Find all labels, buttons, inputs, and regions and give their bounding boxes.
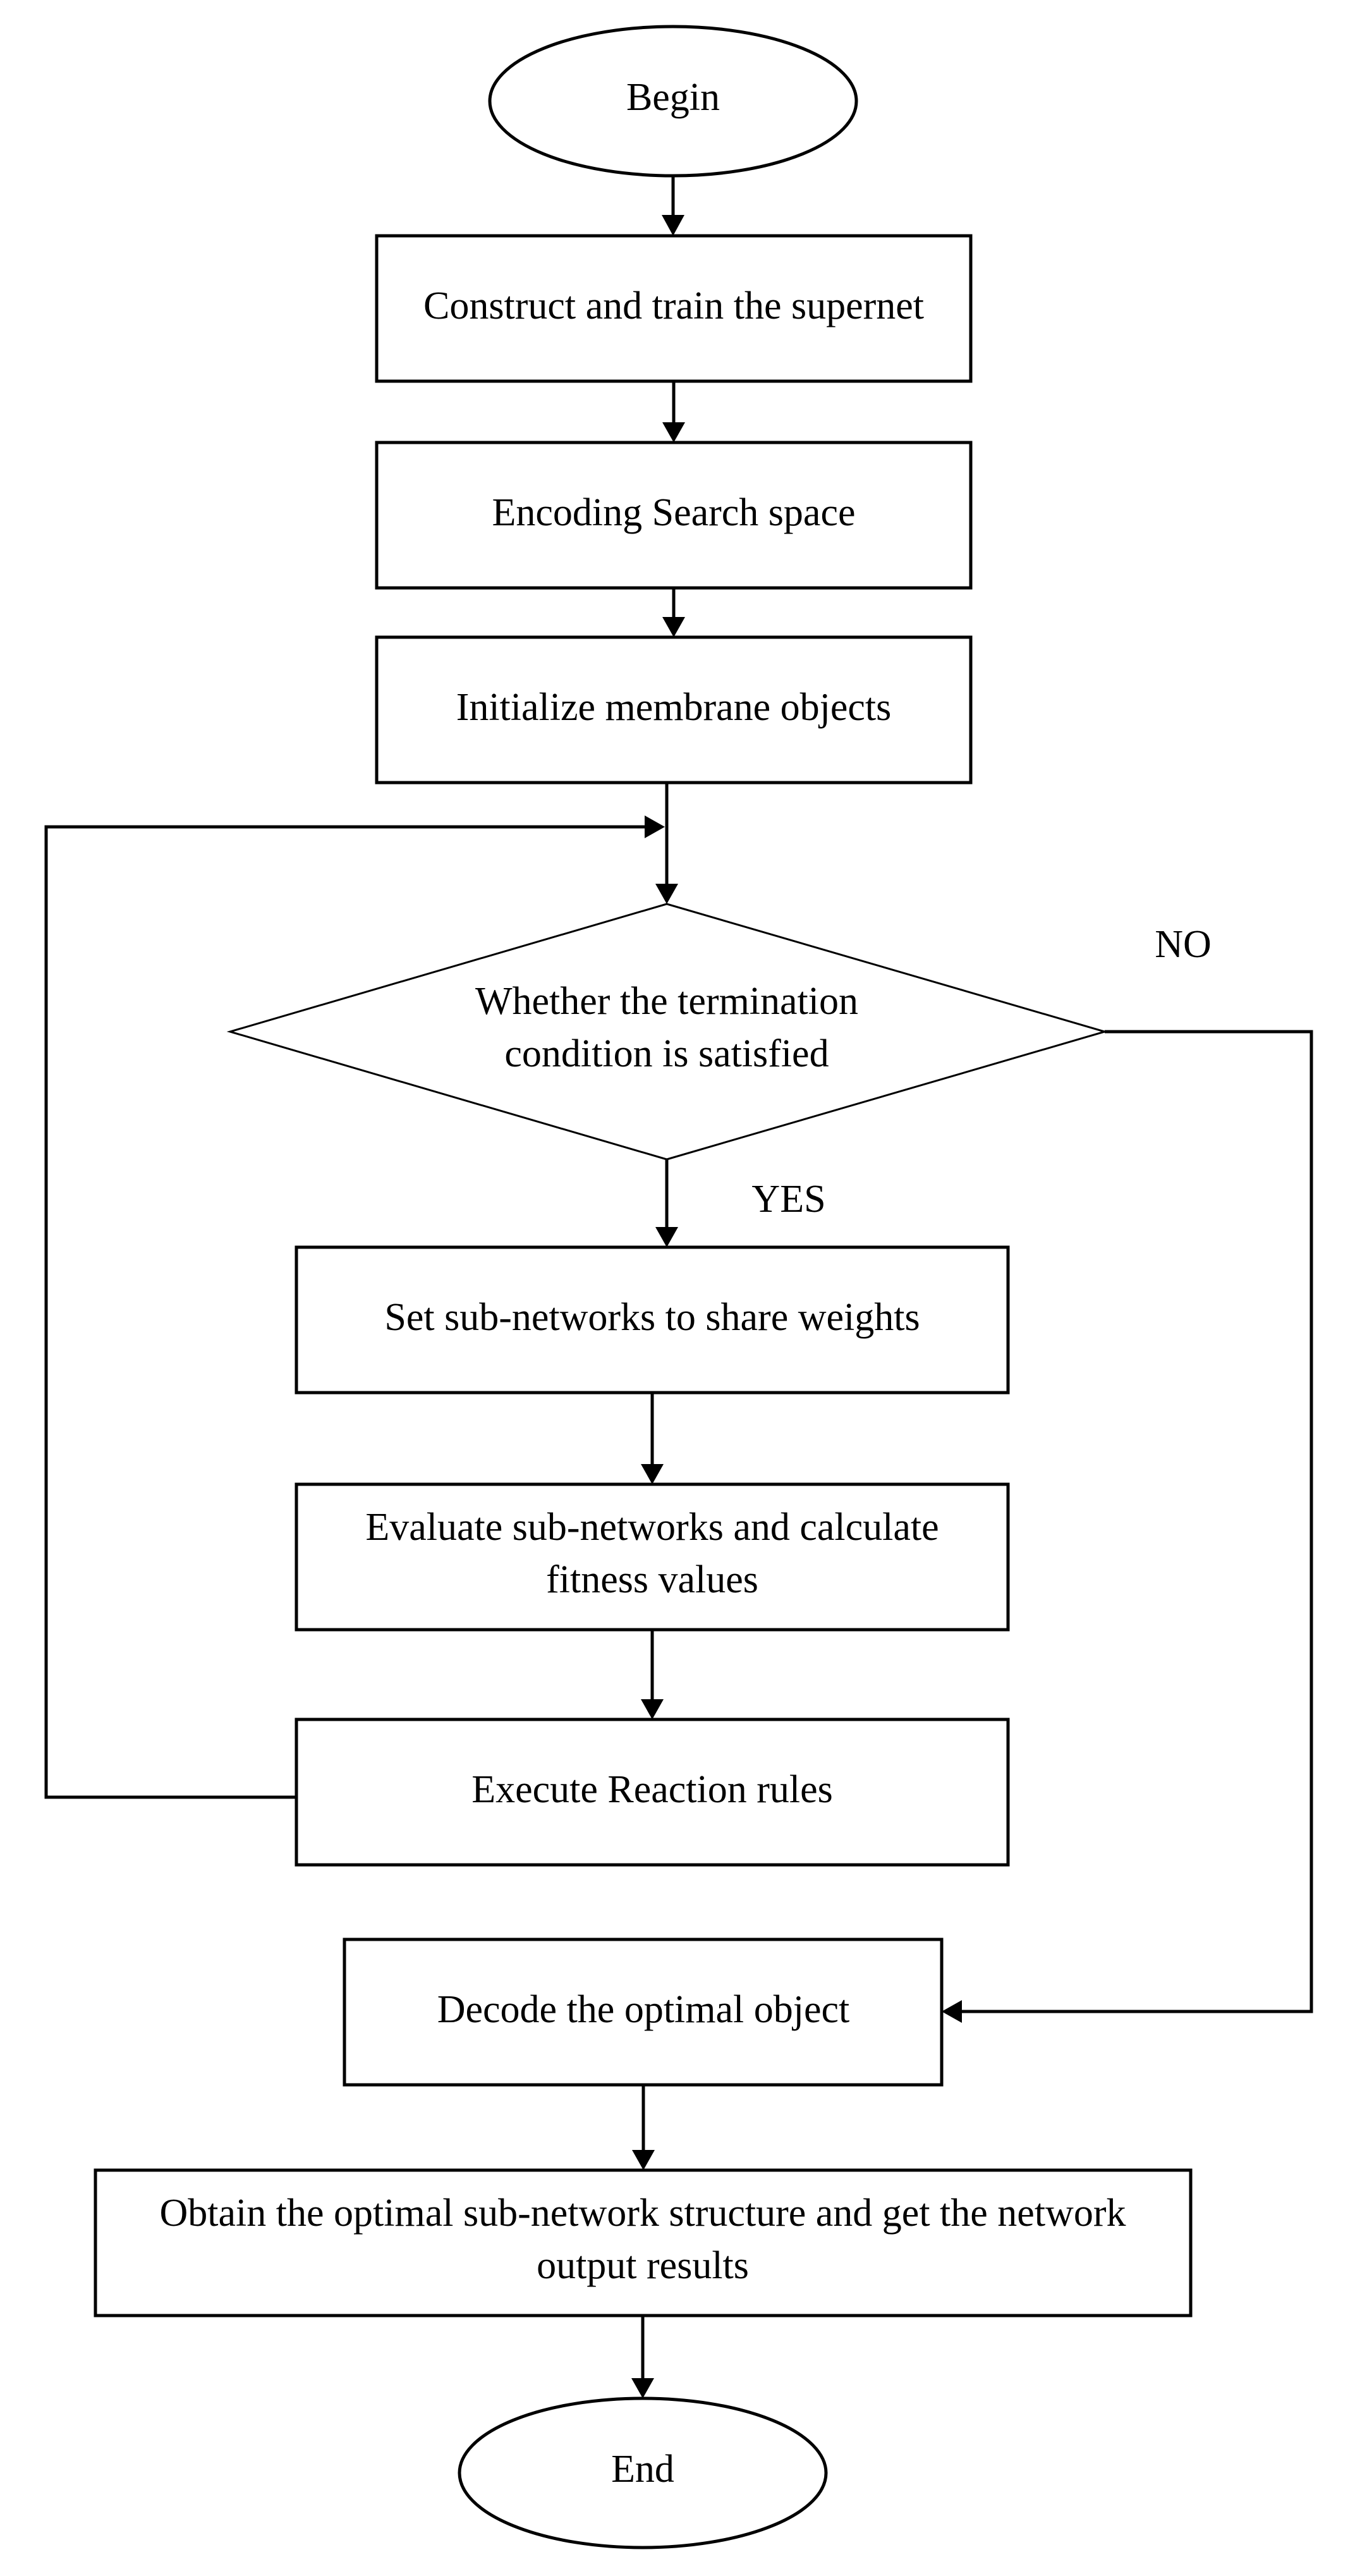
decode-optimal-label: Decode the optimal object	[437, 1988, 849, 2031]
arrowhead-icon	[655, 884, 678, 904]
no-branch-label: NO	[1155, 923, 1212, 966]
evaluate-subnetworks-label-line2: fitness values	[546, 1558, 758, 1601]
execute-reaction-rules-label: Execute Reaction rules	[471, 1768, 833, 1811]
arrowhead-icon	[942, 2000, 962, 2023]
decision-label-line1: Whether the termination	[475, 980, 858, 1023]
encoding-search-space-label: Encoding Search space	[492, 491, 856, 534]
arrowhead-icon	[662, 422, 685, 443]
execute-reaction-rules-box: Execute Reaction rules	[295, 1718, 1010, 1867]
connector-loop-back	[44, 825, 645, 1799]
connector-decision-no	[962, 1030, 1313, 2013]
obtain-structure-label-line2: output results	[537, 2244, 749, 2287]
decision-label-line2: condition is satisfied	[504, 1032, 829, 1075]
arrowhead-icon	[655, 1227, 678, 1247]
begin-terminator: Begin	[488, 25, 858, 178]
arrowhead-icon	[641, 1464, 664, 1484]
arrowhead-icon	[662, 215, 684, 236]
arrowhead-icon	[631, 2378, 654, 2398]
initialize-membrane-label: Initialize membrane objects	[456, 686, 892, 729]
arrowhead-icon	[641, 1699, 664, 1719]
begin-label: Begin	[626, 76, 720, 119]
end-label: End	[611, 2448, 674, 2491]
yes-branch-label: YES	[751, 1178, 825, 1221]
evaluate-subnetworks-box: Evaluate sub-networks and calculate fitn…	[295, 1482, 1010, 1632]
initialize-membrane-box: Initialize membrane objects	[375, 635, 973, 784]
termination-decision-diamond: Whether the termination condition is sat…	[226, 903, 1109, 1161]
set-subnetworks-box: Set sub-networks to share weights	[295, 1245, 1010, 1395]
encoding-search-space-box: Encoding Search space	[375, 441, 973, 590]
construct-supernet-label: Construct and train the supernet	[423, 284, 924, 327]
evaluate-subnetworks-label-line1: Evaluate sub-networks and calculate	[365, 1506, 939, 1549]
end-terminator: End	[458, 2396, 828, 2549]
set-subnetworks-label: Set sub-networks to share weights	[384, 1296, 920, 1339]
decode-optimal-box: Decode the optimal object	[343, 1938, 944, 2087]
arrowhead-icon	[632, 2150, 655, 2170]
obtain-structure-label-line1: Obtain the optimal sub-network structure…	[160, 2192, 1126, 2235]
arrowhead-icon	[662, 617, 685, 637]
construct-supernet-box: Construct and train the supernet	[375, 234, 973, 383]
obtain-structure-box: Obtain the optimal sub-network structure…	[94, 2168, 1193, 2317]
connectors	[44, 176, 1313, 2398]
arrowhead-icon	[645, 815, 665, 838]
